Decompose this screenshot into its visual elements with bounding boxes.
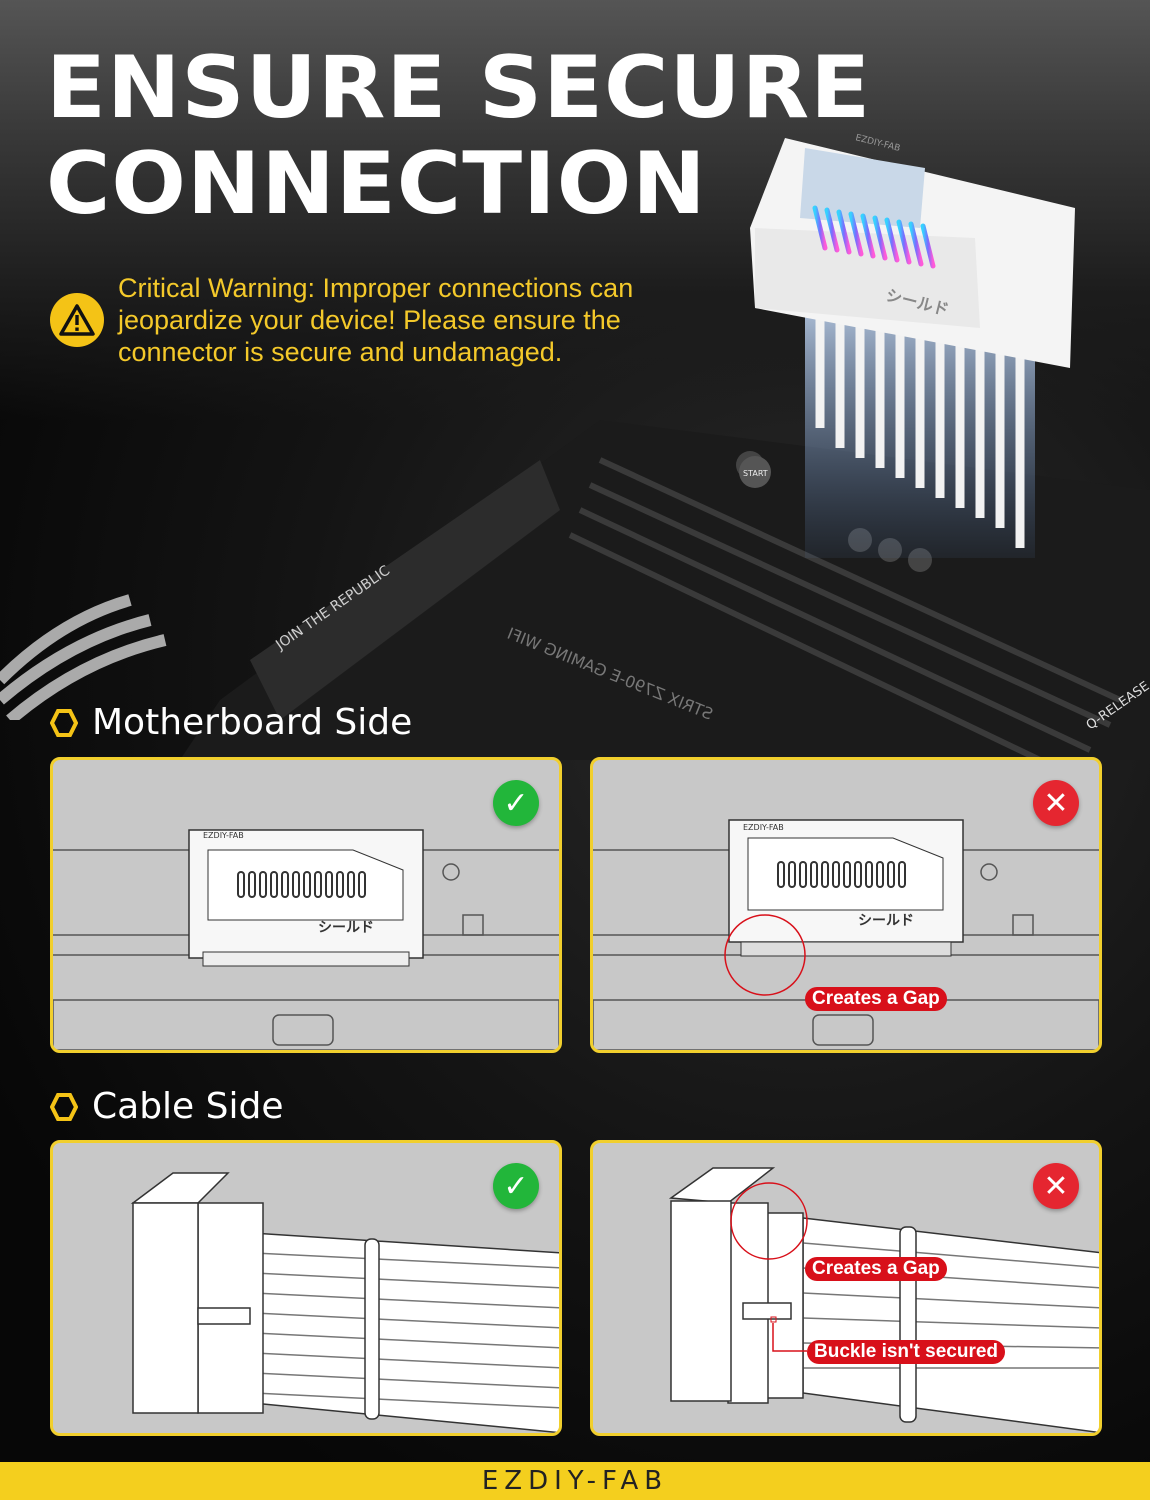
check-icon: ✓ — [493, 1163, 539, 1209]
gap-highlight-circle — [724, 914, 806, 996]
diagram-brand-lettering: EZDIY-FAB — [743, 823, 784, 832]
diagram-mark-lettering: シールド — [318, 920, 374, 936]
buckle-marker — [770, 1316, 777, 1323]
check-icon: ✓ — [493, 780, 539, 826]
title-line-1: ENSURE SECURE — [46, 38, 872, 138]
section-heading-motherboard: Motherboard Side — [50, 702, 412, 743]
diagram-brand-lettering: EZDIY-FAB — [203, 831, 244, 840]
title-line-2: CONNECTION — [46, 134, 707, 234]
gap-tag: Creates a Gap — [805, 1257, 947, 1281]
panel-motherboard-incorrect: EZDIY-FAB シールド Creates a Gap ✕ — [590, 757, 1102, 1053]
cable-photo — [0, 594, 167, 720]
cable-connector-unsecured-diagram — [668, 1167, 1099, 1433]
gap-tag: Creates a Gap — [805, 987, 947, 1011]
buckle-tag: Buckle isn't secured — [807, 1340, 1006, 1364]
diagram-mark-lettering: シールド — [858, 913, 914, 929]
footer-brand: EZDIY-FAB — [481, 1466, 669, 1496]
cable-connector-diagram — [130, 1172, 559, 1433]
section-label: Cable Side — [92, 1086, 284, 1127]
panel-motherboard-correct: EZDIY-FAB シールド ✓ — [50, 757, 562, 1053]
connector-product-photo: EZDIY-FAB シールド — [750, 133, 1075, 558]
section-label: Motherboard Side — [92, 702, 413, 743]
panel-cable-incorrect: Creates a Gap Buckle isn't secured ✕ — [590, 1140, 1102, 1436]
warning-text: Critical Warning: Improper connections c… — [118, 273, 634, 367]
warning-callout: Critical Warning: Improper connections c… — [50, 272, 718, 368]
footer-brand-bar: EZDIY-FAB — [0, 1462, 1150, 1500]
motherboard-connector-gap-diagram: EZDIY-FAB シールド — [593, 819, 1099, 1050]
x-icon: ✕ — [1033, 780, 1079, 826]
page-title: ENSURE SECURE CONNECTION — [46, 40, 871, 232]
section-heading-cable: Cable Side — [50, 1086, 284, 1127]
x-icon: ✕ — [1033, 1163, 1079, 1209]
gap-highlight-circle — [730, 1182, 808, 1260]
hexagon-icon — [50, 1092, 78, 1121]
motherboard-connector-diagram: EZDIY-FAB シールド — [53, 829, 559, 1050]
buckle-leader-line — [772, 1323, 807, 1352]
start-button-text: START — [743, 469, 768, 478]
hexagon-icon — [50, 708, 78, 737]
warning-triangle-icon — [50, 293, 104, 347]
panel-cable-correct: ✓ — [50, 1140, 562, 1436]
